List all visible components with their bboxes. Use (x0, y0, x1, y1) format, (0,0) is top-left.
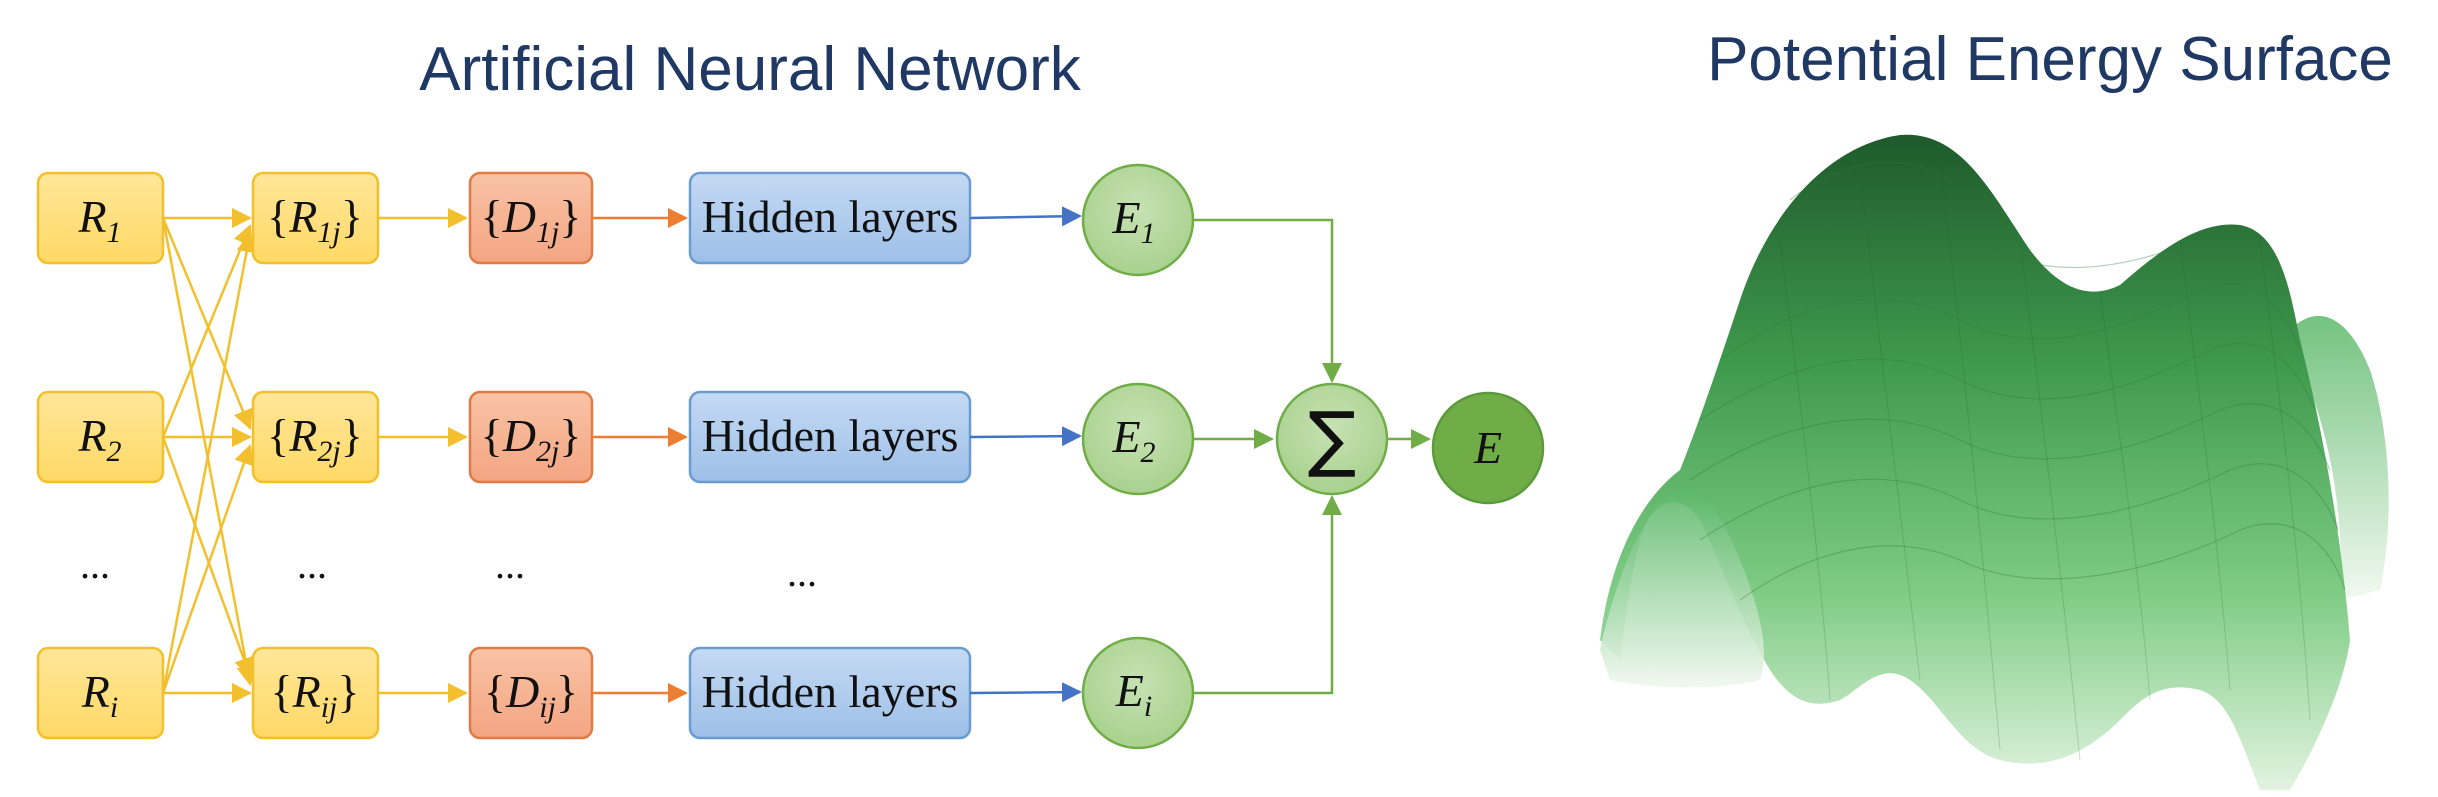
ellipsis-hidden: ... (787, 550, 817, 595)
edge-hidden2-e2 (969, 426, 1082, 447)
energy-label-1: E1 (1111, 192, 1155, 250)
surface-contour-lines (1689, 162, 2346, 601)
input-connections (161, 208, 257, 703)
edge-hidden1-e1 (969, 206, 1082, 227)
sum-connections (1193, 218, 1431, 695)
input-label-i: Ri (81, 666, 118, 724)
potential-energy-surface (1600, 134, 2389, 790)
edge-hiddeni-ei (969, 682, 1082, 703)
ellipsis-sets: ... (297, 542, 327, 587)
set-label-2: {R2j} (267, 410, 363, 468)
row-1: R1 {R1j} {D1j} Hidden layers E1 (36, 163, 1195, 277)
pes-title: Potential Energy Surface (1707, 25, 2393, 94)
energy-label-2: E2 (1111, 411, 1155, 469)
input-label-1: R1 (77, 191, 121, 249)
sum-node (1275, 382, 1389, 496)
set-label-1: {R1j} (267, 191, 363, 249)
surface-main (1600, 134, 2350, 790)
set-label-i: {Rij} (271, 666, 360, 724)
hidden-layers-label-1: Hidden layers (702, 191, 959, 242)
descriptor-label-2: {D2j} (481, 410, 582, 468)
energy-label-i: Ei (1115, 665, 1152, 723)
sum-symbol: ∑ (1308, 396, 1357, 480)
descriptor-label-1: {D1j} (481, 191, 582, 249)
ann-title: Artificial Neural Network (419, 35, 1082, 104)
input-node-i (36, 646, 165, 740)
hidden-layers-label-2: Hidden layers (702, 410, 959, 461)
edge-r1-seti (161, 217, 257, 686)
output-energy-label: E (1473, 422, 1502, 473)
edge-r2-seti (161, 436, 254, 678)
output-energy-node (1431, 391, 1545, 505)
ellipsis-inputs: ... (80, 542, 110, 587)
ellipsis-row: ... ... ... ... (80, 542, 817, 595)
descriptor-label-i: {Dij} (484, 666, 578, 724)
input-label-2: R2 (77, 410, 121, 468)
edge-ei-sum (1193, 495, 1342, 695)
edge-ri-set2 (161, 444, 254, 694)
row-2: R2 {R2j} {D2j} Hidden layers E2 (36, 382, 1195, 496)
input-node-1 (36, 171, 165, 265)
input-node-2 (36, 390, 165, 484)
surface-front-left-lobe (1600, 489, 1764, 688)
surface-back-right-lobe (2290, 315, 2389, 600)
row-i: Ri {Rij} {Dij} Hidden layers Ei (36, 636, 1195, 750)
ellipsis-descriptors: ... (495, 542, 525, 587)
edge-r2-set1 (161, 224, 253, 438)
edge-r1-set2 (161, 217, 253, 430)
edge-ri-set1 (161, 232, 257, 694)
edge-e1-sum (1193, 218, 1342, 383)
surface-mesh-lines (1779, 159, 2311, 761)
hidden-layers-label-i: Hidden layers (702, 666, 959, 717)
